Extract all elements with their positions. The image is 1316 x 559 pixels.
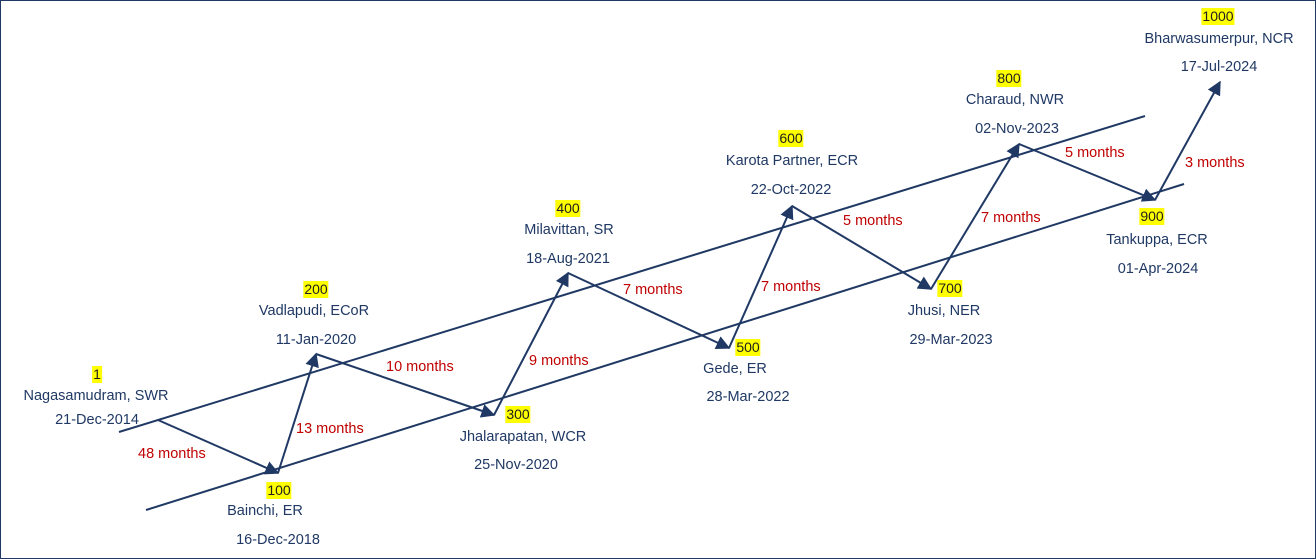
milestone-arrow [493,271,569,416]
milestone-date: 28-Mar-2022 [706,389,790,405]
interval-label: 7 months [981,210,1041,226]
milestone-date: 21-Dec-2014 [55,412,139,428]
interval-label: 13 months [296,421,364,437]
milestone-count: 500 [735,339,761,356]
milestone-date: 18-Aug-2021 [526,251,610,267]
milestone-arrow [728,204,794,349]
interval-label: 3 months [1185,155,1245,171]
milestone-station: Milavittan, SR [524,222,614,238]
milestone-arrow [567,272,731,350]
milestone-station: Charaud, NWR [965,92,1065,108]
interval-label: 10 months [386,359,454,375]
milestone-station: Jhusi, NER [907,303,981,319]
upper-trend-line [118,115,1146,433]
milestone-count: 1000 [1201,8,1235,25]
milestone-arrow [930,142,1020,290]
milestone-station: Tankuppa, ECR [1106,232,1208,248]
milestone-arrow [1154,80,1221,201]
interval-label: 7 months [761,279,821,295]
milestone-arrow [1018,143,1157,202]
interval-label: 5 months [1065,145,1125,161]
milestone-count: 900 [1139,208,1165,225]
milestone-arrow [277,352,319,474]
milestone-date: 25-Nov-2020 [474,457,558,473]
interval-label: 9 months [529,353,589,369]
milestone-station: Gede, ER [703,361,767,377]
milestone-count: 1 [92,366,102,383]
milestone-count: 200 [303,281,329,298]
milestone-date: 01-Apr-2024 [1117,261,1199,277]
milestone-date: 02-Nov-2023 [975,121,1059,137]
milestone-count: 300 [505,406,531,423]
milestone-station: Jhalarapatan, WCR [459,429,587,445]
interval-label: 48 months [138,446,206,462]
milestone-station: Vadlapudi, ECoR [258,303,370,319]
milestone-count: 700 [937,280,963,297]
milestone-count: 100 [266,482,292,499]
milestone-date: 17-Jul-2024 [1180,59,1258,75]
milestone-station: Nagasamudram, SWR [23,388,169,404]
milestone-station: Bainchi, ER [227,503,303,519]
interval-label: 5 months [843,213,903,229]
milestone-count: 600 [778,130,804,147]
milestone-station: Karota Partner, ECR [725,153,859,169]
lower-trend-line [145,183,1185,511]
milestone-date: 16-Dec-2018 [236,532,320,548]
milestone-date: 29-Mar-2023 [909,332,993,348]
milestone-date: 11-Jan-2020 [275,332,357,348]
milestone-date: 22-Oct-2022 [750,182,832,198]
milestone-arrow [791,205,933,290]
milestone-count: 800 [996,70,1022,87]
milestone-count: 400 [555,200,581,217]
milestone-arrow [315,353,496,418]
interval-label: 7 months [623,282,683,298]
milestone-station: Bharwasumerpur, NCR [1144,31,1294,47]
milestone-arrow [157,419,280,475]
